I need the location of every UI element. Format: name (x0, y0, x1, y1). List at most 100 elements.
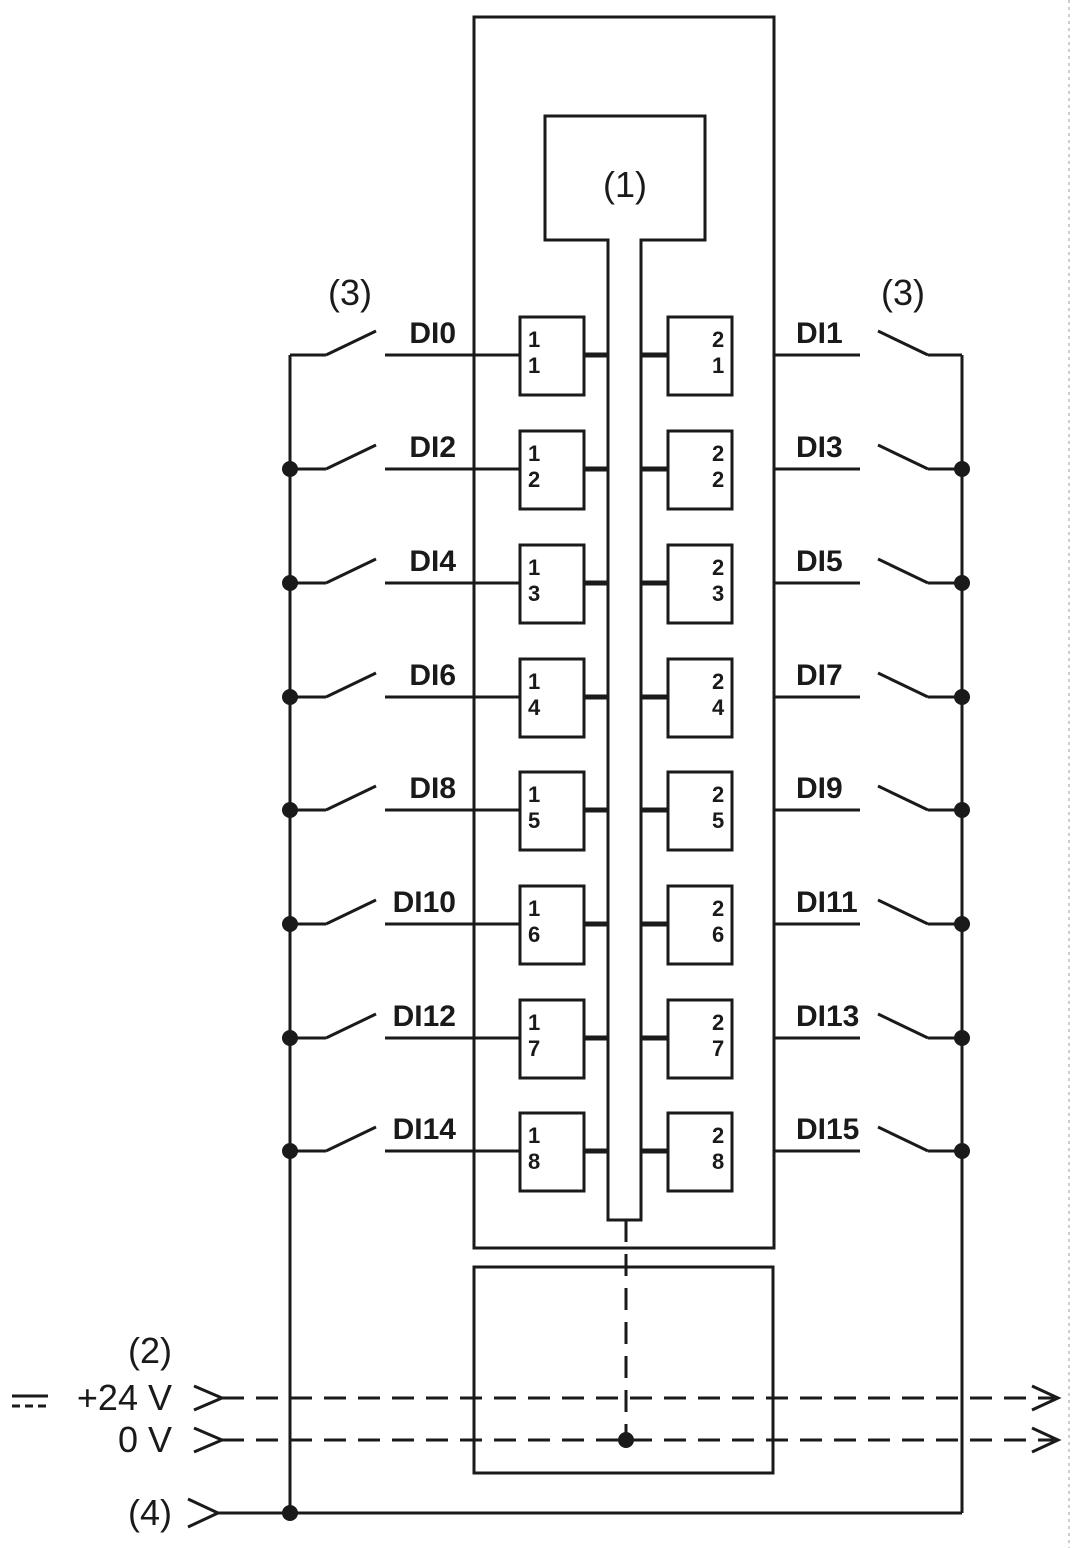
right-terminal-pin-number: 6 (712, 922, 724, 947)
right-junction-dot (954, 802, 970, 818)
right-terminal-row-number: 2 (712, 669, 724, 694)
right-terminal-box (666, 884, 734, 966)
right-signal-label: DI5 (796, 545, 843, 578)
left-junction-dot (282, 1143, 298, 1159)
right-terminal-row-number: 2 (712, 555, 724, 580)
left-junction-dot (282, 689, 298, 705)
left-switch-contact (325, 784, 377, 812)
left-terminal-pin-number: 4 (528, 695, 541, 720)
right-terminal-pin-number: 1 (712, 353, 724, 378)
common-4-junction-dot (282, 1505, 298, 1521)
left-signal-label: DI12 (393, 1000, 456, 1033)
right-terminal-box (666, 998, 734, 1080)
left-terminal-pin-number: 8 (528, 1149, 540, 1174)
right-signal-label: DI11 (796, 886, 858, 919)
left-junction-dot (282, 575, 298, 591)
right-terminal-box (666, 657, 734, 739)
right-terminal-box (666, 315, 734, 397)
left-signal-label: DI6 (409, 659, 456, 692)
left-terminal-pin-number: 2 (528, 467, 540, 492)
left-junction-dot (282, 1030, 298, 1046)
left-terminal-row-number: 1 (528, 327, 540, 352)
left-signal-label: DI0 (409, 317, 456, 350)
right-switch-contact (877, 443, 929, 471)
left-terminal-pin-number: 5 (528, 808, 540, 833)
right-switch-contact (877, 1012, 929, 1040)
left-terminal-box (518, 884, 586, 966)
right-switch-contact (877, 784, 929, 812)
right-junction-dot (954, 1030, 970, 1046)
left-junction-dot (282, 461, 298, 477)
left-terminal-box (518, 315, 586, 397)
right-terminal-box (666, 429, 734, 511)
plus-24v-input-arrow-icon (193, 1384, 226, 1412)
right-junction-dot (954, 1143, 970, 1159)
right-terminal-row-number: 2 (712, 782, 724, 807)
right-signal-label: DI3 (796, 431, 843, 464)
right-terminal-pin-number: 4 (712, 695, 725, 720)
left-switch-contact (325, 557, 377, 585)
left-terminal-row-number: 1 (528, 782, 540, 807)
right-terminal-row-number: 2 (712, 1123, 724, 1148)
right-junction-dot (954, 689, 970, 705)
zero-v-input-arrow-icon (193, 1426, 226, 1454)
right-terminal-row-number: 2 (712, 1010, 724, 1035)
left-terminal-row-number: 1 (528, 669, 540, 694)
left-terminal-row-number: 1 (528, 555, 540, 580)
callout-switch-left: (3) (328, 272, 372, 313)
left-signal-label: DI4 (409, 545, 456, 578)
zero-v-label: 0 V (118, 1419, 172, 1460)
left-switch-contact (325, 671, 377, 699)
plus-24v-label: +24 V (77, 1377, 172, 1418)
left-signal-label: DI10 (393, 886, 456, 919)
left-switch-contact (325, 329, 377, 357)
right-junction-dot (954, 461, 970, 477)
right-terminal-box (666, 1111, 734, 1193)
right-terminal-pin-number: 2 (712, 467, 724, 492)
left-terminal-pin-number: 3 (528, 581, 540, 606)
right-signal-label: DI1 (796, 317, 843, 350)
left-switch-contact (325, 898, 377, 926)
left-terminal-row-number: 1 (528, 1010, 540, 1035)
left-signal-label: DI2 (409, 431, 456, 464)
left-terminal-pin-number: 1 (528, 353, 540, 378)
callout-switch-right: (3) (881, 272, 925, 313)
right-switch-contact (877, 557, 929, 585)
left-switch-contact (325, 443, 377, 471)
right-switch-contact (877, 1125, 929, 1153)
left-terminal-pin-number: 6 (528, 922, 540, 947)
left-switch-contact (325, 1125, 377, 1153)
left-terminal-row-number: 1 (528, 896, 540, 921)
plus-24v-output-arrow-icon (1031, 1384, 1062, 1412)
left-junction-dot (282, 916, 298, 932)
left-junction-dot (282, 802, 298, 818)
right-switch-contact (877, 898, 929, 926)
left-terminal-box (518, 770, 586, 852)
callout-supply: (2) (128, 1330, 172, 1371)
right-terminal-pin-number: 3 (712, 581, 724, 606)
left-switch-contact (325, 1012, 377, 1040)
right-signal-label: DI7 (796, 659, 843, 692)
callout-common: (4) (128, 1492, 172, 1533)
right-switch-contact (877, 671, 929, 699)
right-terminal-row-number: 2 (712, 441, 724, 466)
right-signal-label: DI13 (796, 1000, 859, 1033)
right-terminal-row-number: 2 (712, 896, 724, 921)
right-junction-dot (954, 916, 970, 932)
right-switch-contact (877, 329, 929, 357)
common-4-arrow-icon (187, 1497, 222, 1529)
right-signal-label: DI9 (796, 772, 843, 805)
left-signal-label: DI14 (393, 1113, 457, 1146)
right-terminal-pin-number: 5 (712, 808, 724, 833)
right-terminal-pin-number: 7 (712, 1036, 724, 1061)
zero-v-output-arrow-icon (1031, 1426, 1062, 1454)
electronics-block-with-bus (543, 114, 707, 1222)
left-terminal-pin-number: 7 (528, 1036, 540, 1061)
0v-junction-dot (618, 1432, 634, 1448)
left-signal-label: DI8 (409, 772, 456, 805)
left-terminal-row-number: 1 (528, 1123, 540, 1148)
right-signal-label: DI15 (796, 1113, 859, 1146)
right-junction-dot (954, 575, 970, 591)
